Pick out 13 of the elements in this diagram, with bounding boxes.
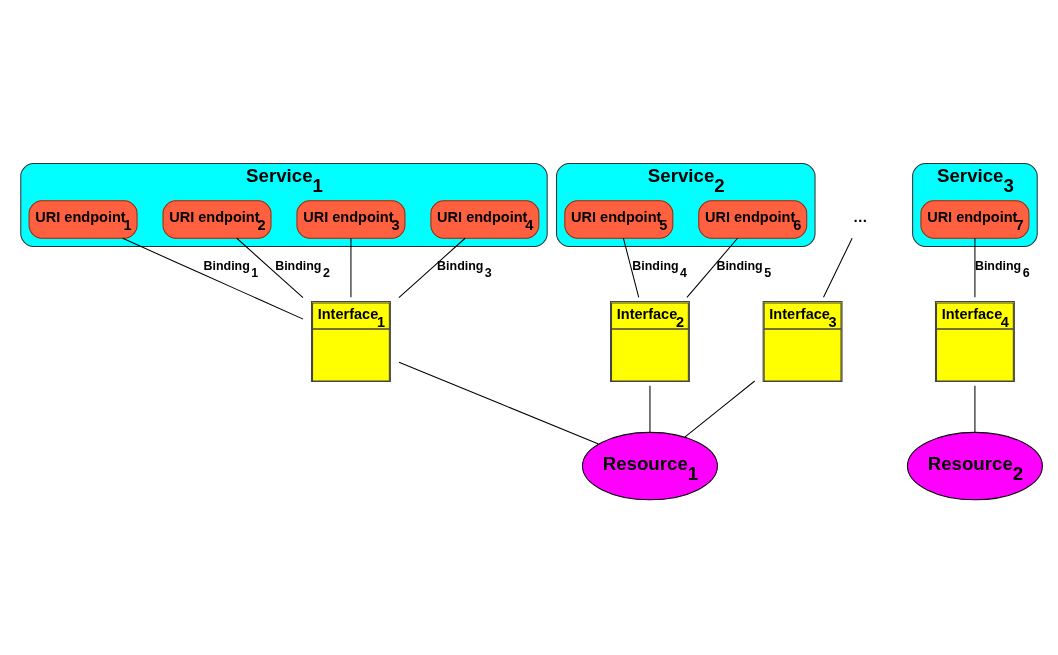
connector <box>622 237 640 298</box>
connector <box>684 380 756 438</box>
connector <box>974 237 976 298</box>
node-text: … <box>852 209 868 226</box>
connector <box>398 361 600 445</box>
connector <box>823 237 853 298</box>
connector <box>686 237 739 298</box>
connector <box>398 237 466 299</box>
connector <box>350 237 352 298</box>
connector <box>974 385 976 433</box>
connector <box>122 237 304 320</box>
connector <box>236 237 304 299</box>
connector <box>649 385 651 433</box>
